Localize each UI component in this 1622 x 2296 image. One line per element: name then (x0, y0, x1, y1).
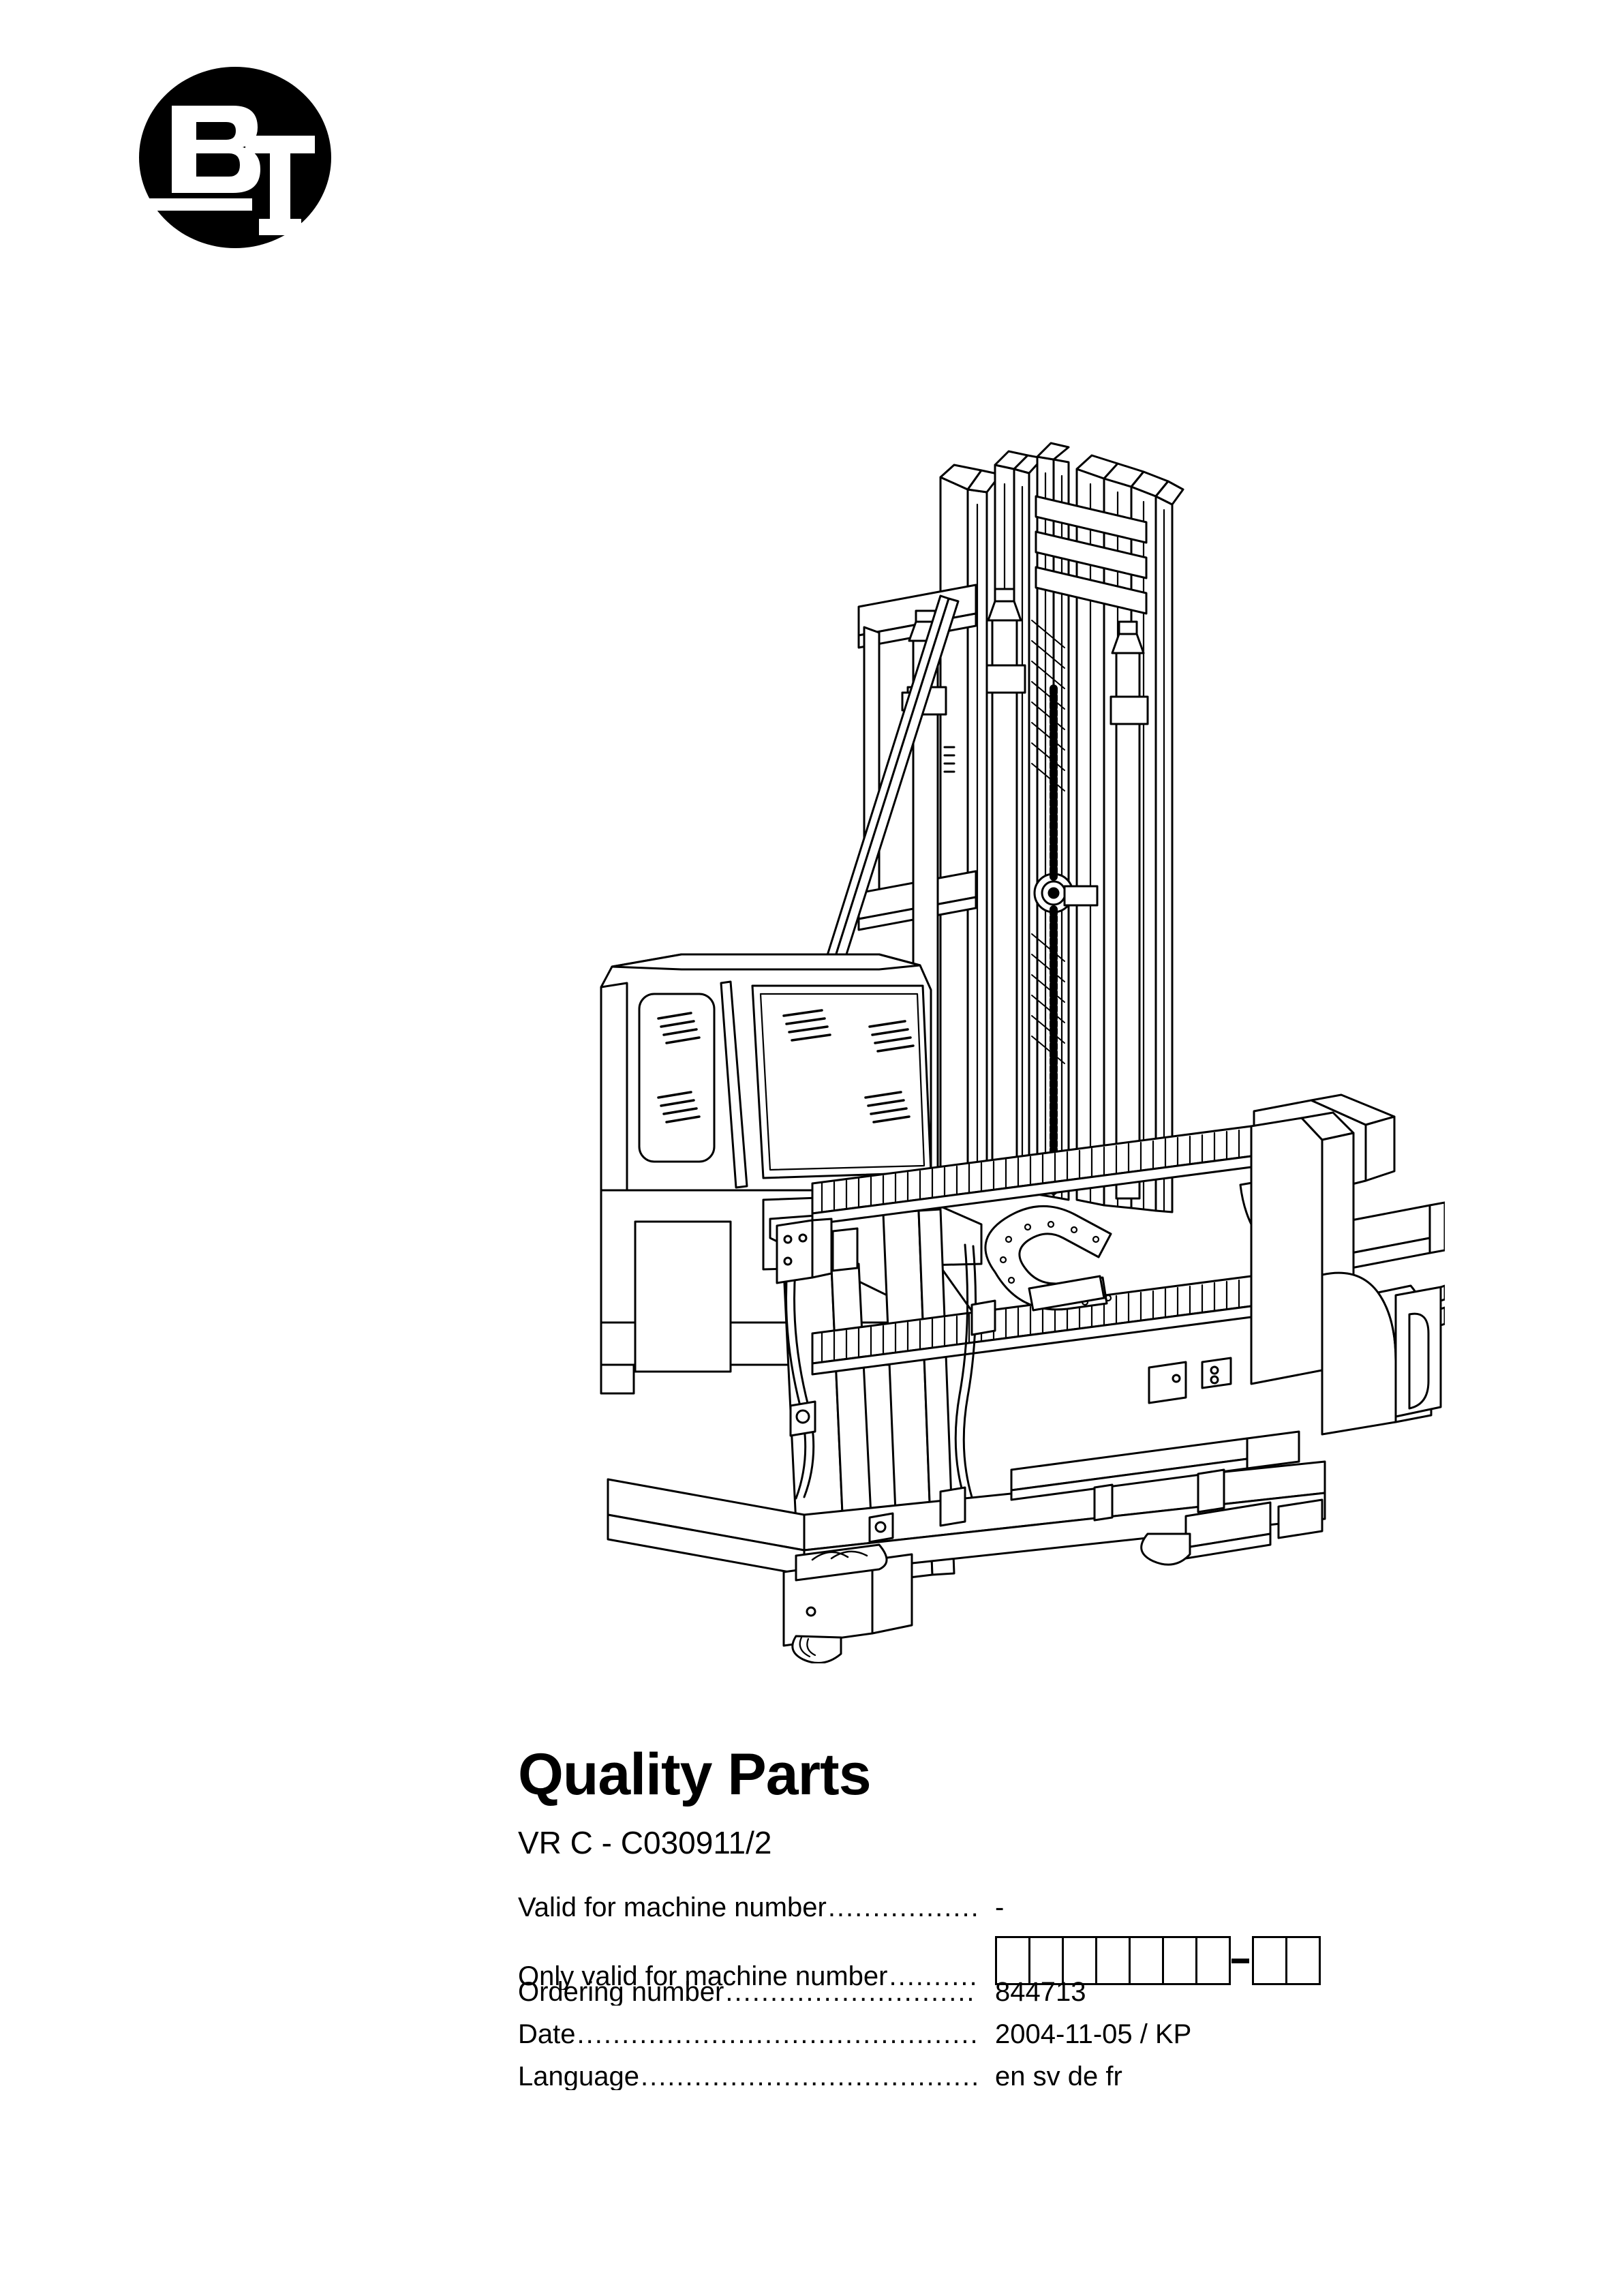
spec-row-ordering-number: Ordering number ........................… (518, 1978, 1418, 2021)
vna-turret-truck-illustration (559, 416, 1445, 1663)
spec-value: - (995, 1892, 1005, 1922)
machine-number-box[interactable] (1095, 1936, 1131, 1985)
frame-fittings (789, 1299, 1232, 1543)
spec-label-group: Valid for machine number ...............… (518, 1894, 977, 1921)
mast-top-bracing (1035, 495, 1148, 615)
machine-number-box[interactable] (1285, 1936, 1321, 1985)
leader-dots: ................................ (725, 1978, 977, 2006)
machine-number-separator-dash (1231, 1958, 1249, 1963)
bt-logo (136, 65, 334, 250)
leader-dots: ........................................… (640, 2063, 977, 2090)
spec-label: Only valid for machine number (518, 1963, 888, 1990)
spec-value: en sv de fr (995, 2061, 1122, 2091)
spec-row-language: Language ...............................… (518, 2063, 1418, 2105)
spec-label: Date (518, 2021, 576, 2048)
document-subtitle: VR C - C030911/2 (518, 1825, 772, 1860)
machine-number-box[interactable] (1028, 1936, 1064, 1985)
upper-toothed-rail (811, 1125, 1253, 1226)
machine-number-box[interactable] (1195, 1936, 1231, 1985)
spec-label-group: Language ...............................… (518, 2063, 977, 2090)
load-wheel (1140, 1498, 1323, 1566)
spec-label-group: Only valid for machine number ..........… (518, 1963, 977, 1990)
machine-number-box[interactable] (1129, 1936, 1164, 1985)
spec-label-group: Ordering number ........................… (518, 1978, 977, 2006)
spec-label: Ordering number (518, 1978, 724, 2006)
spec-row-valid-machine-number: Valid for machine number ...............… (518, 1894, 1418, 1936)
logo-underline-bar (149, 198, 252, 211)
leader-dots: ............ (889, 1963, 977, 1990)
spec-value: 2004-11-05 / KP (995, 2019, 1192, 2049)
title-block: Quality Parts VR C - C030911/2 Valid for… (518, 1745, 1418, 2105)
logo-letter-b (172, 106, 260, 193)
spec-value: 844713 (995, 1977, 1086, 2007)
chain-sprocket (1033, 684, 1099, 1197)
truck-line-drawing (600, 442, 1445, 1663)
spec-row-only-valid-machine-number: Only valid for machine number ..........… (518, 1936, 1418, 1990)
machine-number-box[interactable] (995, 1936, 1030, 1985)
machine-number-boxes[interactable] (995, 1936, 1418, 1985)
spec-row-date: Date ...................................… (518, 2021, 1418, 2063)
chassis-right-body (1250, 1111, 1445, 1436)
bt-logo-graphic (139, 67, 331, 248)
page-title: Quality Parts (518, 1742, 872, 1807)
logo-letter-t (245, 136, 315, 235)
machine-number-field[interactable] (977, 1936, 1418, 1985)
spec-label: Valid for machine number (518, 1894, 827, 1921)
energy-chain (984, 1205, 1112, 1312)
forks (1010, 1430, 1300, 1522)
leader-dots: .................... (827, 1894, 977, 1921)
control-box (776, 1218, 859, 1284)
logo-ellipse (139, 67, 331, 248)
drive-wheel-housing (782, 1543, 913, 1663)
mast-hatch-detail (1031, 620, 1065, 1064)
spec-label-group: Date ...................................… (518, 2021, 977, 2048)
window-glint-marks (657, 1009, 915, 1123)
machine-number-box[interactable] (1162, 1936, 1197, 1985)
mast-scale-marks (943, 746, 955, 773)
leader-dots: ........................................… (577, 2021, 978, 2048)
spec-label: Language (518, 2063, 639, 2090)
hose-bundle (785, 1237, 977, 1500)
